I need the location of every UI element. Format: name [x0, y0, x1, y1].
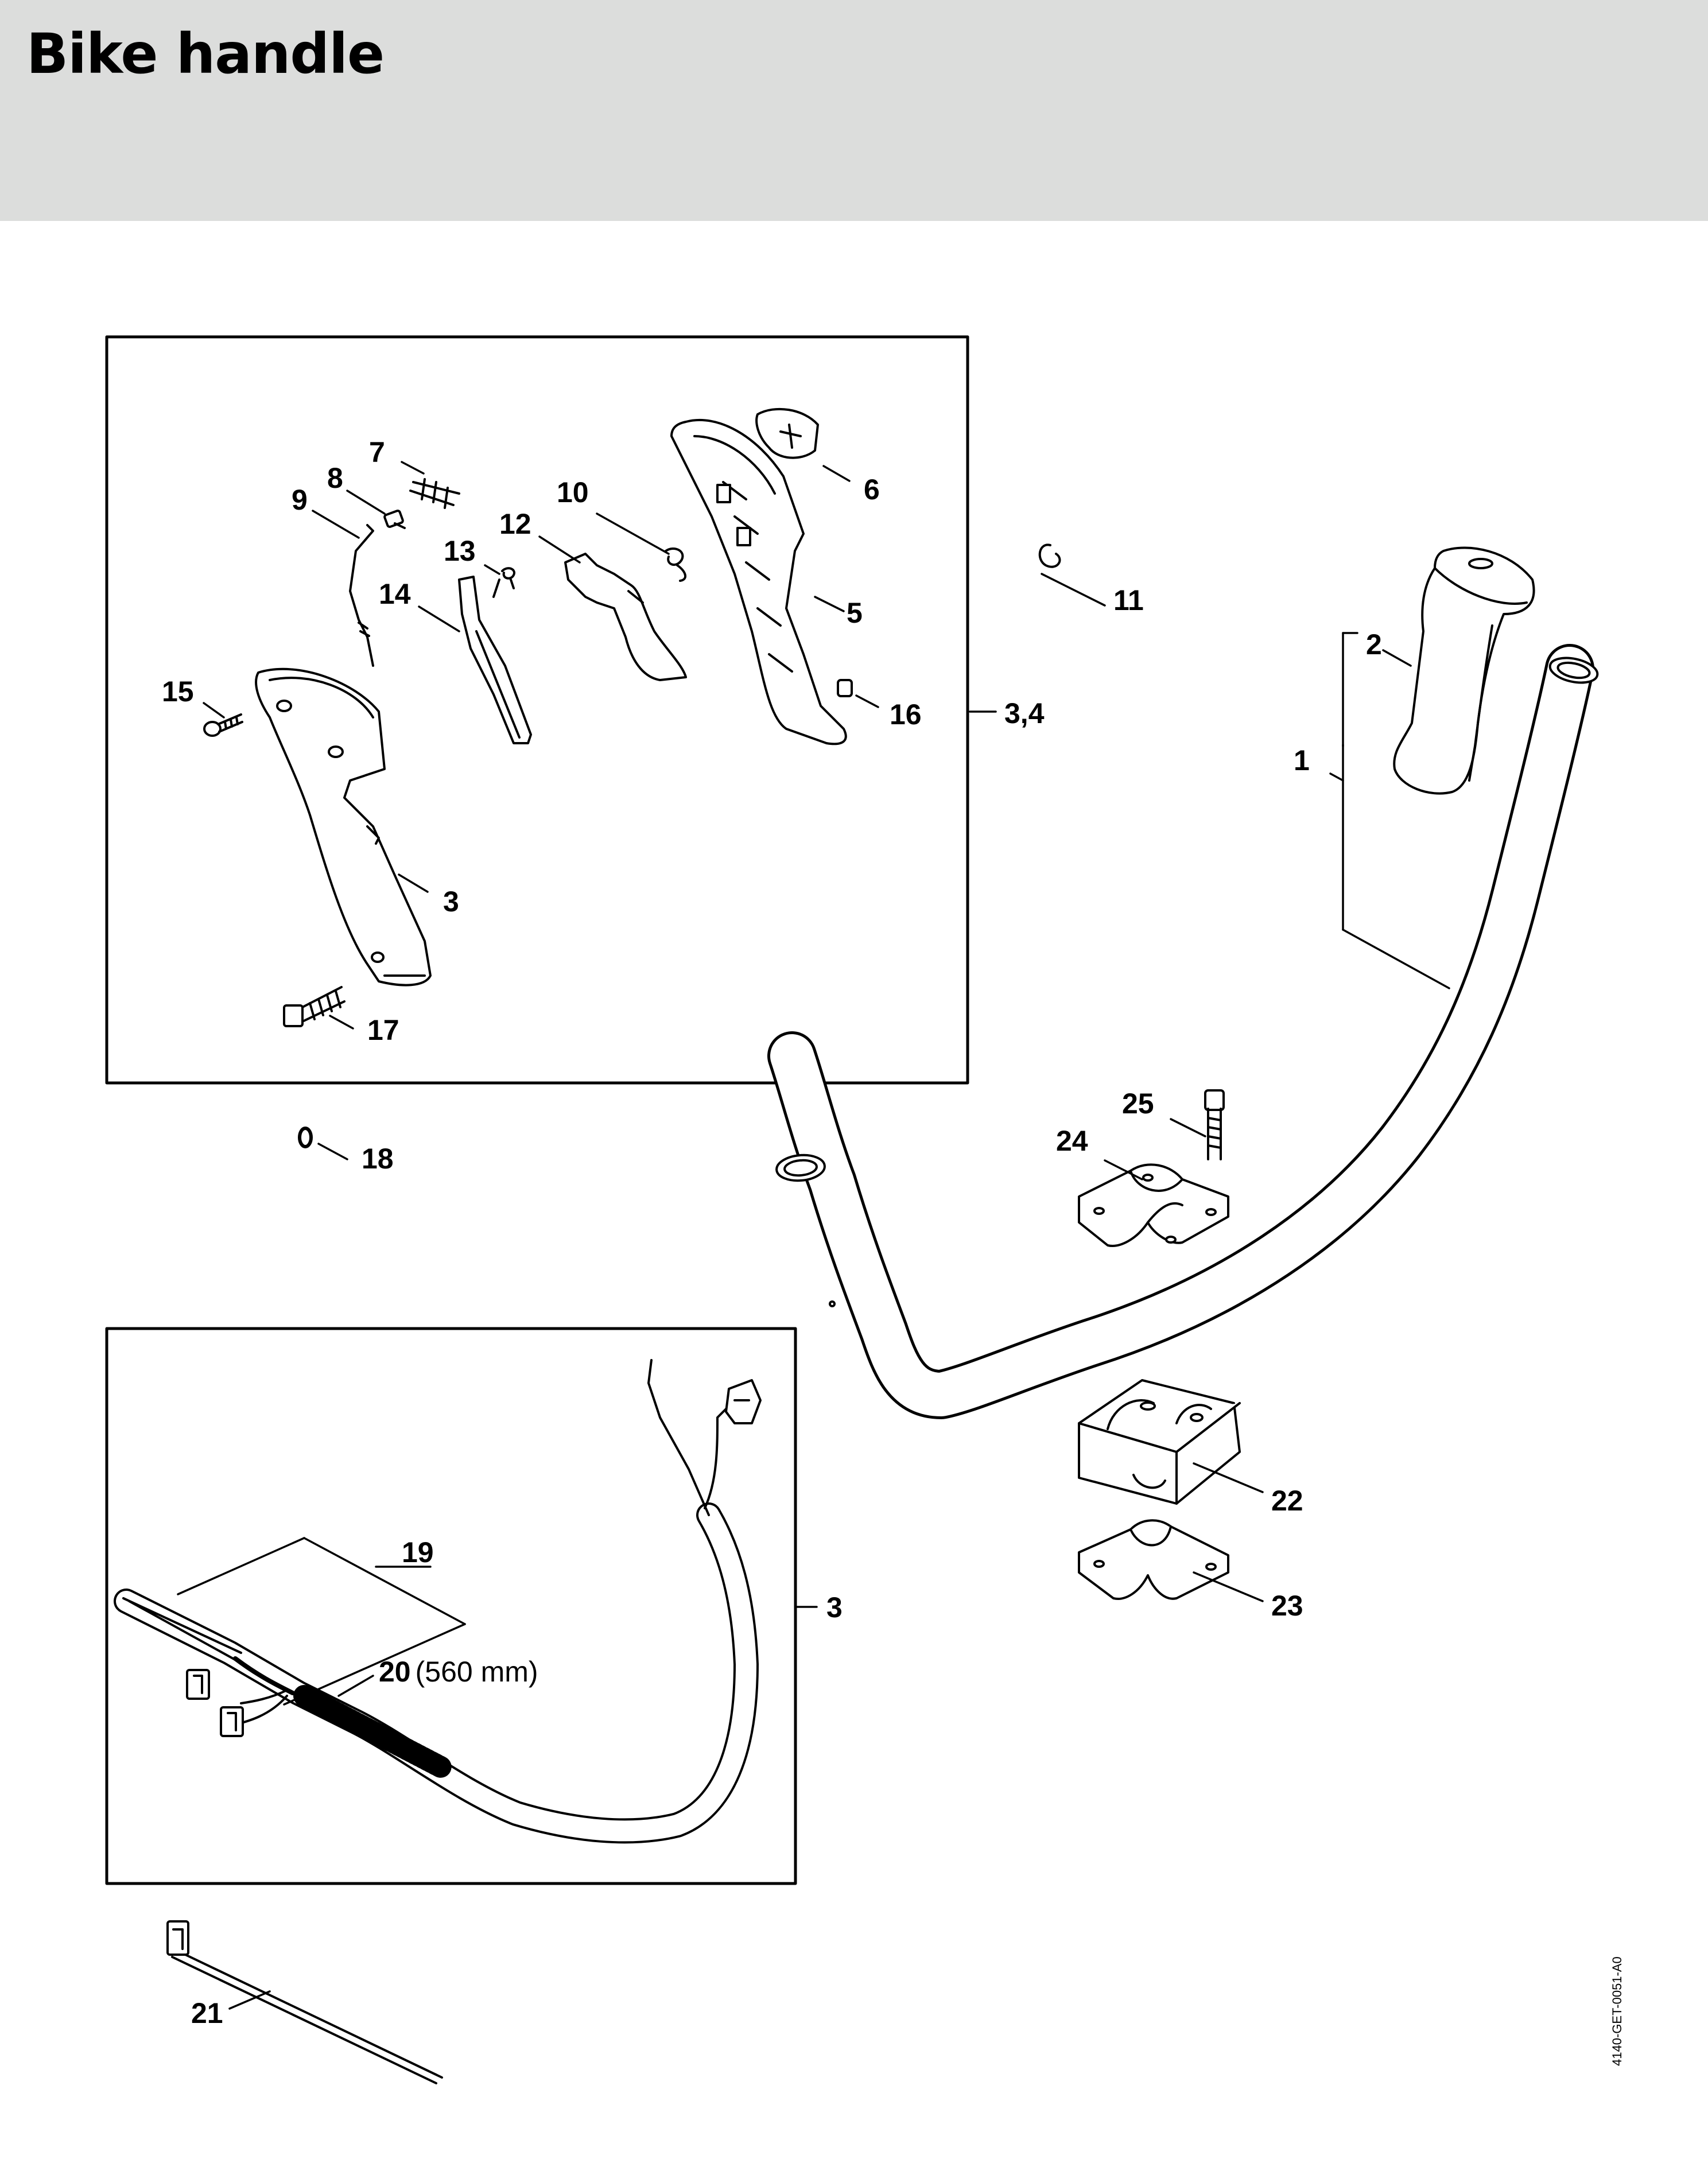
part-2-hand-grip [1393, 546, 1535, 795]
callout-22: 22 [1271, 1485, 1303, 1517]
header-bar [0, 0, 1708, 221]
callout-7: 7 [369, 436, 385, 468]
callout-20: 20(560 mm) [379, 1656, 538, 1688]
callout-13: 13 [444, 535, 476, 567]
callout-11: 11 [1113, 584, 1144, 616]
part-10-torsion-spring [665, 547, 686, 582]
callout-17: 17 [367, 1014, 399, 1046]
callout-1: 1 [1294, 744, 1310, 776]
part-23-clamp-plate [1078, 1519, 1229, 1600]
callout-15: 15 [162, 675, 194, 708]
document-code: 4140-GET-0051-A0 [1610, 1956, 1624, 2066]
part-8-screw [383, 510, 406, 529]
part-19-ignition-leads [122, 1597, 295, 1737]
callout-24: 24 [1056, 1125, 1088, 1157]
part-20-throttle-cable [114, 1359, 762, 1844]
part-17-screw [283, 986, 346, 1027]
part-7-contact-spring [409, 478, 460, 509]
callout-20-number: 20 [379, 1656, 411, 1688]
inset-box-control-handle [105, 335, 969, 1085]
part-1-handlebar-tube [767, 644, 1599, 1419]
part-18-washer [298, 1127, 313, 1148]
callout-3-lower: 3 [826, 1591, 843, 1624]
callout-2: 2 [1366, 628, 1382, 661]
part-12-throttle-trigger [564, 553, 687, 681]
part-9-wire-clip [349, 524, 374, 667]
part-21-cable-tie [166, 1920, 443, 2084]
callout-3-4: 3,4 [1004, 697, 1045, 729]
callout-19: 19 [402, 1536, 434, 1568]
part-14-lockout-lever [458, 576, 532, 744]
part-24-clamp-plate [1078, 1163, 1229, 1247]
part-11-circlip [1038, 543, 1061, 568]
callout-21: 21 [191, 1997, 223, 2029]
callout-3-upper: 3 [443, 886, 459, 918]
callout-16: 16 [890, 698, 922, 731]
page-title: Bike handle [26, 22, 385, 86]
callout-12: 12 [499, 508, 531, 540]
callout-18: 18 [362, 1143, 394, 1175]
part-25-screw [1204, 1089, 1225, 1160]
callout-9: 9 [292, 484, 308, 516]
callout-20-length: (560 mm) [416, 1656, 538, 1688]
part-15-screw [203, 713, 243, 737]
callout-5: 5 [847, 597, 863, 629]
inset-box-throttle-cable [105, 1327, 797, 1885]
callout-10: 10 [557, 476, 589, 508]
part-6-knob [755, 407, 819, 459]
part-16-nut [837, 679, 853, 697]
callout-8: 8 [327, 462, 343, 494]
part-5-handle-shell [670, 418, 847, 745]
callout-23: 23 [1271, 1590, 1303, 1622]
callout-25: 25 [1122, 1088, 1154, 1120]
callout-14: 14 [379, 578, 411, 610]
part-3-handle-housing [255, 667, 432, 987]
part-22-clamp-block [1078, 1379, 1241, 1505]
part-13-torsion-spring [492, 567, 515, 598]
callout-6: 6 [864, 473, 880, 506]
leader-lines [177, 461, 1450, 2010]
